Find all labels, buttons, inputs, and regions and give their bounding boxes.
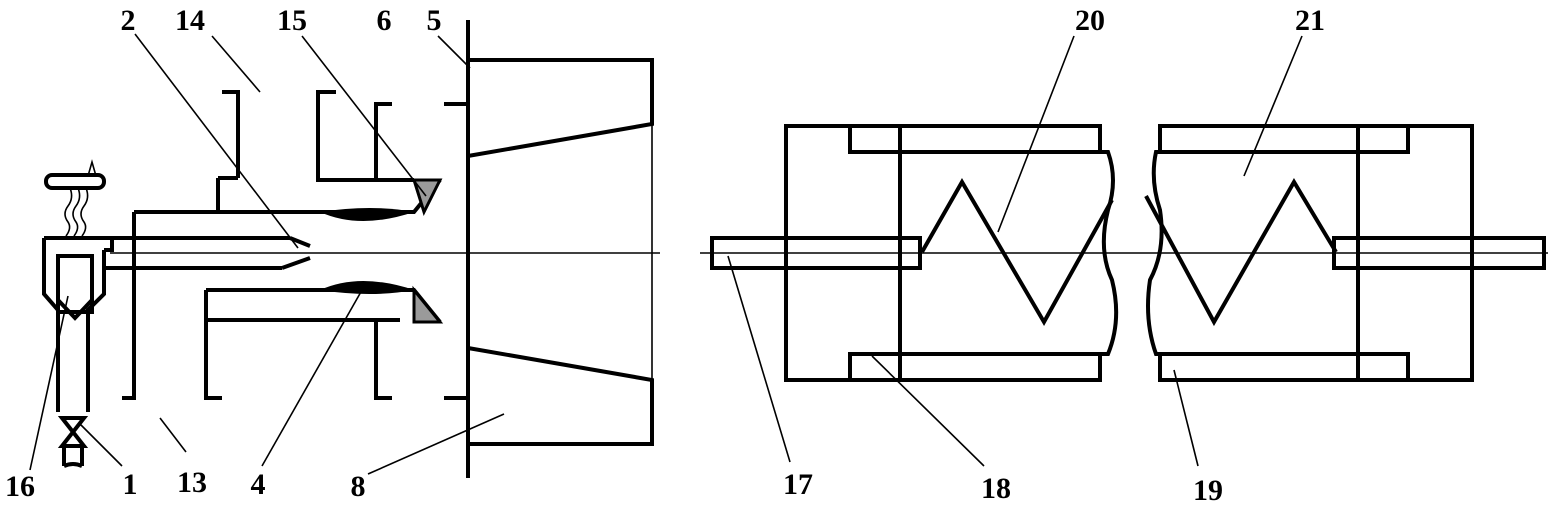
lower-insert (412, 285, 444, 324)
air-inlet-13 (204, 290, 222, 400)
plate-ticks (444, 102, 468, 400)
leader-18 (871, 355, 985, 467)
spiral-right (1144, 178, 1338, 327)
leader-8 (367, 413, 505, 475)
cartridge (56, 254, 94, 314)
leader-15 (301, 35, 427, 197)
air-inlet-14 (216, 90, 240, 212)
leader-13 (159, 417, 187, 453)
label-14: 14 (175, 4, 205, 37)
tube-top-right (1158, 124, 1410, 154)
upper-inner-wall (374, 102, 392, 180)
leader-1 (79, 423, 123, 467)
tube-bottom-left-18 (848, 352, 1102, 382)
refractory-upper (466, 58, 654, 159)
nozzle-tip (281, 236, 311, 270)
leader-14 (211, 35, 261, 93)
heater-wire-2 (72, 187, 81, 237)
casing-left (122, 212, 136, 400)
upper-body (316, 90, 414, 182)
filler-right-21 (1146, 150, 1360, 356)
tube-bottom-right-19 (1158, 352, 1410, 382)
valve-stem (62, 446, 84, 468)
electrode-right (1332, 236, 1546, 270)
heater-wire-3 (80, 187, 89, 237)
leader-21 (1243, 35, 1303, 177)
leader-2 (134, 33, 299, 249)
leader-5 (437, 35, 471, 69)
heater-handle (44, 173, 106, 190)
label-18: 18 (981, 472, 1011, 505)
cartridge-cone (56, 298, 94, 321)
filler-left (898, 150, 1119, 356)
label-19: 19 (1193, 474, 1223, 507)
refractory-lower-8 (466, 345, 654, 446)
label-5: 5 (427, 4, 442, 37)
label-1: 1 (123, 468, 138, 501)
leader-20 (997, 35, 1075, 233)
evaporator-body (42, 236, 114, 412)
label-17: 17 (783, 468, 813, 501)
label-20: 20 (1075, 4, 1105, 37)
leader-19 (1173, 369, 1199, 467)
label-6: 6 (377, 4, 392, 37)
label-13: 13 (177, 466, 207, 499)
lower-inner-wall (374, 320, 392, 400)
valve (57, 416, 89, 448)
label-16: 16 (5, 470, 35, 503)
tube-top-left (848, 124, 1102, 154)
label-4: 4 (251, 468, 266, 501)
spiral-left-20 (920, 178, 1114, 327)
handle-tip (87, 159, 97, 177)
label-21: 21 (1295, 4, 1325, 37)
label-2: 2 (121, 4, 136, 37)
label-15: 15 (277, 4, 307, 37)
upper-deposit (320, 208, 414, 221)
electrode-left-17 (710, 236, 922, 270)
leader-4 (261, 289, 363, 467)
label-8: 8 (351, 470, 366, 503)
heater-wire-1 (64, 187, 73, 237)
lower-deposit-4 (320, 281, 414, 294)
leader-16 (29, 295, 69, 471)
leader-17 (727, 255, 791, 463)
